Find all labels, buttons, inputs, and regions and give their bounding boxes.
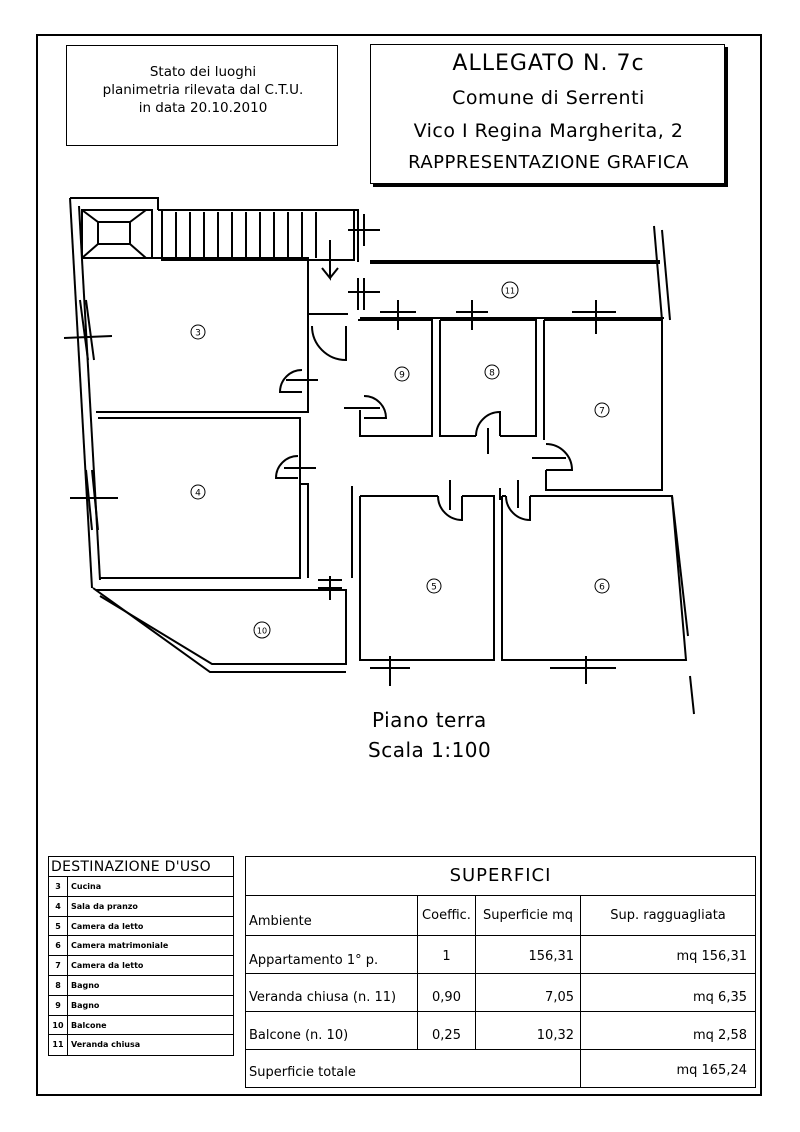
surfaces-header-coefficient: Coeffic. [422, 908, 471, 923]
svg-text:11: 11 [505, 287, 515, 296]
surfaces-row3-coefficient: 0,25 [432, 1028, 461, 1043]
plan-walls [63, 197, 695, 715]
svg-text:10: 10 [257, 627, 267, 636]
room-label-6: 6 [594, 578, 610, 594]
surfaces-row2-coefficient: 0,90 [432, 990, 461, 1005]
destination-use-number: 5 [49, 916, 68, 936]
destination-use-number: 7 [49, 956, 68, 975]
destination-use-number: 10 [49, 1015, 68, 1035]
title-line2: Comune di Serrenti [452, 87, 645, 109]
svg-text:4: 4 [195, 489, 201, 499]
destination-use-label: Veranda chiusa [71, 1040, 141, 1050]
room-label-7: 7 [594, 402, 610, 418]
surfaces-header-adjusted: Sup. ragguagliata [610, 908, 726, 923]
survey-note-box: Stato dei luoghi planimetria rilevata da… [66, 45, 338, 146]
surfaces-header-surface: Superficie mq [482, 908, 574, 923]
surfaces-row1-ambiente: Appartamento 1° p. [249, 953, 379, 968]
title-line1: ALLEGATO N. 7c [452, 51, 645, 76]
destination-use-title: DESTINAZIONE D'USO [49, 857, 233, 877]
surfaces-row1-coefficient: 1 [442, 949, 451, 964]
surfaces-total-label: Superficie totale [249, 1065, 356, 1080]
surfaces-title: SUPERFICI [246, 857, 755, 896]
destination-use-label: Camera da letto [71, 961, 144, 971]
destination-use-number: 8 [49, 976, 68, 995]
survey-note-line2: planimetria rilevata dal C.T.U. [102, 82, 304, 98]
destination-use-label: Cucina [71, 882, 102, 891]
surfaces-row2-ambiente: Veranda chiusa (n. 11) [249, 990, 397, 1005]
surfaces-row3-surface: 10,32 [536, 1028, 574, 1043]
page-frame [36, 34, 762, 1096]
destination-use-label: Bagno [71, 981, 100, 990]
title-line3: Vico I Regina Margherita, 2 [413, 120, 684, 142]
destination-use-number: 3 [49, 877, 68, 896]
surfaces-table: SUPERFICI Ambiente Coeffic. Superficie m… [245, 856, 756, 1088]
destination-use-number: 6 [49, 936, 68, 956]
destination-use-label: Balcone [71, 1020, 107, 1030]
destination-use-label: Camera da letto [71, 921, 144, 931]
svg-text:7: 7 [599, 407, 605, 417]
room-label-11: 11 [501, 281, 519, 299]
plan-caption-floor: Piano terra [372, 708, 487, 732]
svg-text:3: 3 [195, 329, 201, 339]
surfaces-row1-adjusted: mq 156,31 [676, 949, 747, 964]
surfaces-header-ambiente: Ambiente [249, 914, 312, 929]
svg-text:5: 5 [431, 583, 437, 593]
room-label-10: 10 [253, 621, 271, 639]
surfaces-total-value: mq 165,24 [676, 1063, 747, 1078]
title-line4: RAPPRESENTAZIONE GRAFICA [408, 152, 689, 173]
survey-note-line1: Stato dei luoghi [149, 64, 257, 80]
svg-text:8: 8 [489, 369, 495, 379]
title-box: ALLEGATO N. 7c Comune di Serrenti Vico I… [370, 44, 725, 184]
surfaces-row2-adjusted: mq 6,35 [693, 990, 747, 1005]
destination-use-number: 11 [49, 1035, 68, 1056]
destination-use-label: Camera matrimoniale [71, 941, 169, 951]
destination-use-label: Sala da pranzo [71, 901, 138, 911]
surfaces-row1-surface: 156,31 [528, 949, 575, 964]
destination-use-number: 4 [49, 896, 68, 916]
plan-caption-scale: Scala 1:100 [368, 738, 492, 762]
svg-text:6: 6 [599, 583, 605, 593]
destination-use-label: Bagno [71, 1000, 100, 1010]
room-label-5: 5 [426, 578, 442, 594]
surfaces-row3-ambiente: Balcone (n. 10) [249, 1028, 349, 1043]
surfaces-row2-surface: 7,05 [545, 990, 574, 1005]
room-labels: 3 4 5 6 7 8 9 10 11 [190, 281, 610, 639]
surfaces-row3-adjusted: mq 2,58 [693, 1028, 747, 1043]
destination-use-number: 9 [49, 995, 68, 1015]
svg-text:9: 9 [399, 371, 405, 381]
room-label-4: 4 [190, 484, 206, 500]
room-label-8: 8 [484, 364, 500, 380]
survey-note-line3: in data 20.10.2010 [138, 100, 268, 116]
room-label-3: 3 [190, 324, 206, 340]
room-label-9: 9 [394, 366, 410, 382]
